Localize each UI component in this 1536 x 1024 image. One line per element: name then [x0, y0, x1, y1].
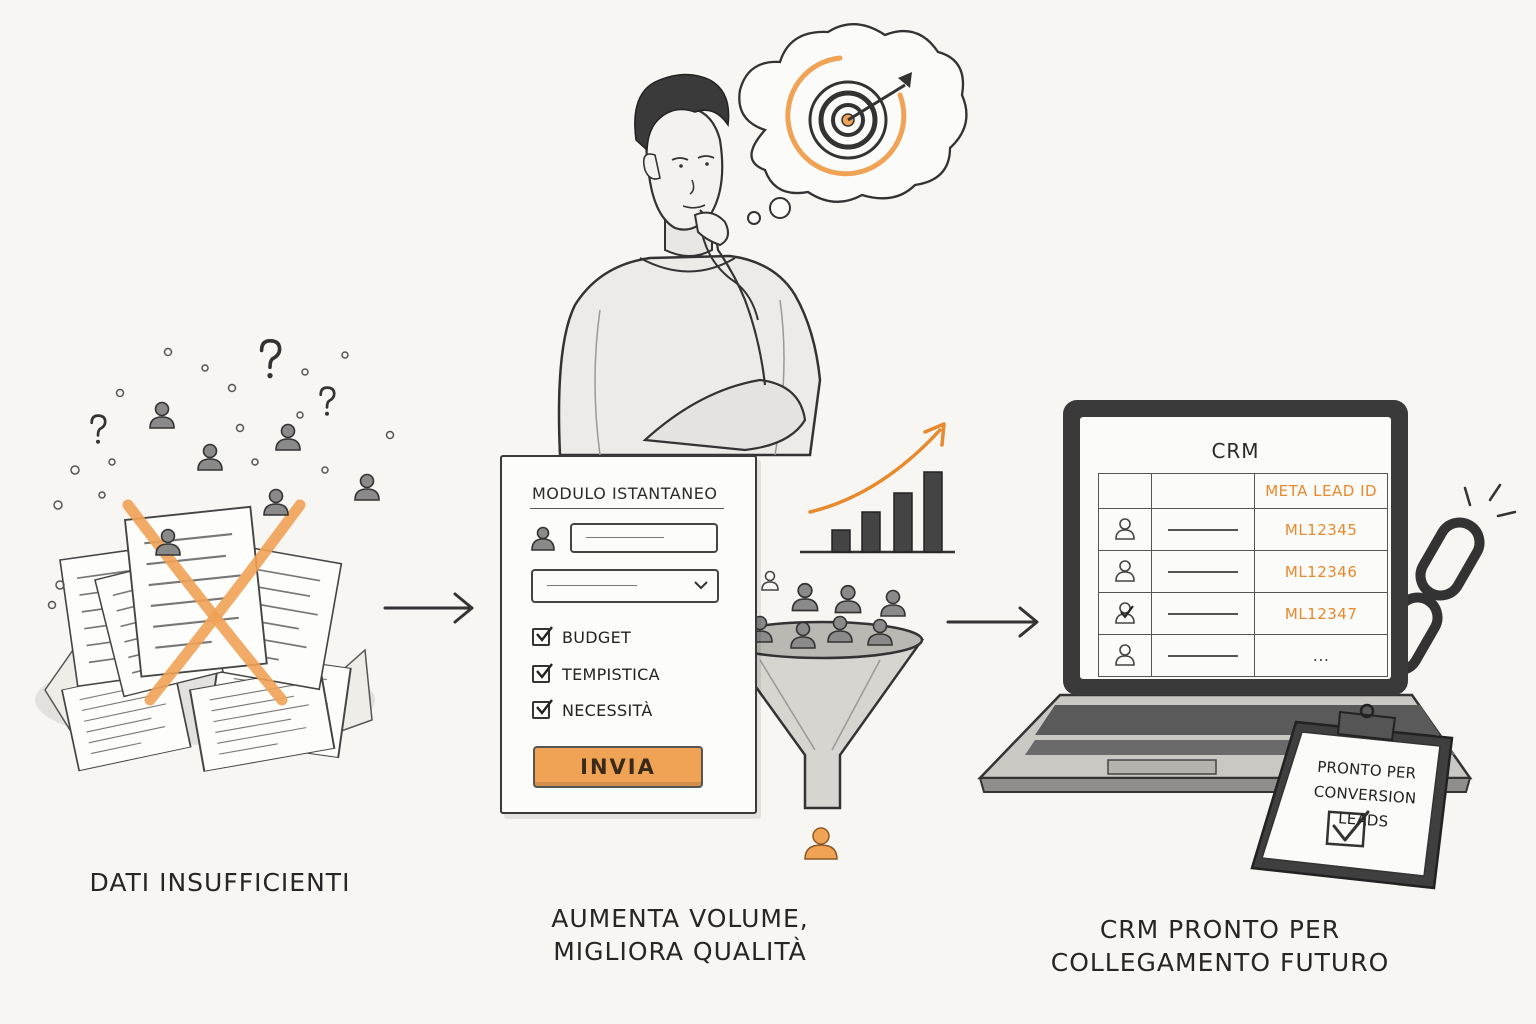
check-label: NECESSITÀ: [562, 700, 653, 720]
checkbox-checked-icon[interactable]: [532, 663, 553, 683]
clipboard-icon: [1250, 703, 1454, 890]
crm-title: CRM: [1211, 439, 1260, 463]
option-select[interactable]: [531, 569, 719, 603]
caption-center-line-1: AUMENTA VOLUME,: [551, 904, 809, 933]
thinking-man-icon: [557, 73, 822, 457]
name-placeholder-line: [1168, 528, 1239, 531]
flow-arrow-1: [383, 592, 474, 624]
target-icon: [785, 55, 912, 177]
select-placeholder-line: [547, 585, 637, 586]
lead-id-cell: ML12346: [1254, 550, 1388, 593]
person-icon: [1115, 518, 1135, 540]
form-title: MODULO ISTANTANEO: [532, 484, 718, 503]
name-input[interactable]: [570, 523, 718, 553]
check-budget[interactable]: BUDGET: [532, 625, 631, 649]
checkmark-icon: [1325, 810, 1370, 848]
crm-window: CRM META LEAD ID ML12345 ML12346: [1080, 417, 1391, 679]
table-row[interactable]: ML12345: [1098, 508, 1388, 551]
table-row[interactable]: ML12346: [1098, 550, 1388, 593]
chevron-down-icon: [694, 581, 708, 590]
check-label: TEMPISTICA: [562, 664, 660, 684]
lead-id-cell: ML12345: [1254, 508, 1388, 551]
caption-right-line-2: COLLEGAMENTO FUTURO: [1050, 948, 1390, 977]
orange-cross-icon: [122, 499, 306, 706]
clipboard-line-2: CONVERSION LEADS: [1313, 782, 1417, 831]
caption-left: DATI INSUFFICIENTI: [70, 866, 370, 899]
question-mark-icon: [90, 338, 336, 446]
check-label: BUDGET: [562, 627, 632, 647]
person-icon: [1115, 560, 1135, 582]
name-placeholder-line: [1168, 570, 1239, 573]
lead-id-cell: ML12347: [1254, 592, 1388, 635]
person-check-icon: [1115, 602, 1135, 624]
form-title-underline: [530, 508, 724, 509]
table-row[interactable]: ML12347: [1098, 592, 1388, 635]
floating-dots: [47, 347, 395, 610]
caption-center-line-2: MIGLIORA QUALITÀ: [553, 937, 807, 966]
growth-chart-icon: [800, 422, 955, 554]
caption-center: AUMENTA VOLUME, MIGLIORA QUALITÀ: [515, 902, 845, 968]
name-placeholder-line: [1168, 612, 1239, 615]
lead-id-cell: ...: [1254, 634, 1388, 677]
person-icon: [1115, 644, 1135, 666]
checkbox-checked-icon[interactable]: [532, 626, 553, 646]
input-placeholder-line: [586, 537, 664, 538]
caption-right-line-1: CRM PRONTO PER: [1099, 915, 1341, 944]
check-necessita[interactable]: NECESSITÀ: [532, 698, 653, 722]
caption-left-text: DATI INSUFFICIENTI: [89, 868, 351, 897]
clipboard-text: PRONTO PER CONVERSION LEADS: [1288, 753, 1443, 838]
name-placeholder-line: [1168, 654, 1239, 657]
scattered-papers-icon: [35, 505, 375, 773]
user-icon: [531, 526, 555, 551]
table-row[interactable]: ...: [1098, 634, 1388, 677]
funnel-icon: [719, 620, 925, 810]
caption-right: CRM PRONTO PER COLLEGAMENTO FUTURO: [1040, 913, 1400, 979]
meta-lead-id-header: META LEAD ID: [1254, 473, 1388, 509]
checkbox-checked-icon[interactable]: [532, 699, 553, 719]
instant-form-card: MODULO ISTANTANEO BUDGET TEMPISTICA: [500, 455, 757, 814]
flow-arrow-2: [946, 606, 1039, 638]
submit-button[interactable]: INVIA: [533, 746, 703, 788]
check-tempistica[interactable]: TEMPISTICA: [532, 662, 660, 686]
crm-header-row: META LEAD ID: [1098, 473, 1388, 509]
crm-table: META LEAD ID ML12345 ML12346: [1098, 473, 1388, 677]
